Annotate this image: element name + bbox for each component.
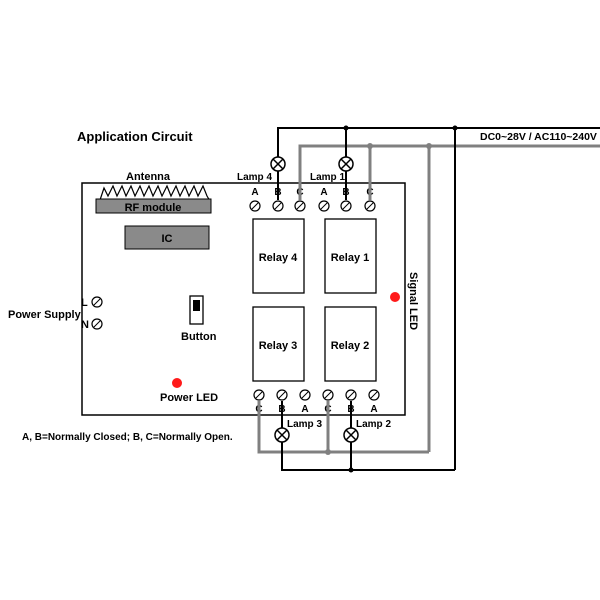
rf-module (95, 198, 212, 214)
bottom-gray-rail (257, 401, 429, 454)
power-led (172, 378, 182, 388)
rf-module-label: RF module (125, 202, 182, 214)
antenna-label: Antenna (126, 171, 171, 183)
relay-4 (252, 218, 305, 294)
power-led-label: Power LED (160, 392, 218, 404)
relay-2-label: Relay 2 (331, 340, 370, 352)
top-terminal-label: A (251, 187, 258, 198)
bottom-terminal-screw (299, 389, 311, 401)
supply-voltage-label: DC0~28V / AC110~240V (480, 131, 597, 143)
top-terminal-screw (249, 200, 261, 212)
top-terminal-screw (294, 200, 306, 212)
top-terminal-screw (340, 200, 352, 212)
button-label: Button (181, 331, 217, 343)
bottom-terminal-screw (345, 389, 357, 401)
relay-2 (324, 306, 377, 382)
top-terminal-screw (272, 200, 284, 212)
lamp-4-label: Lamp 4 (237, 172, 272, 183)
lamp-2-icon (343, 427, 359, 443)
signal-led-label: Signal LED (407, 272, 419, 330)
power-supply-label: Power Supply (8, 309, 82, 321)
relay-1-label: Relay 1 (331, 252, 370, 264)
bottom-black-rail (281, 442, 455, 471)
bottom-terminal-screw (368, 389, 380, 401)
relay-1 (324, 218, 377, 294)
ic-label: IC (162, 233, 173, 245)
bottom-terminal-screw (322, 389, 334, 401)
top-terminal-screw (318, 200, 330, 212)
bottom-terminal-label: A (301, 404, 308, 415)
signal-led (390, 292, 400, 302)
lamp-3-label: Lamp 3 (287, 419, 322, 430)
contact-note: A, B=Normally Closed; B, C=Normally Open… (22, 432, 233, 443)
terminal-n-label: N (81, 319, 89, 331)
wire-junction (348, 467, 354, 473)
supply-wire-gray (298, 144, 600, 200)
lamp-2-label: Lamp 2 (356, 419, 391, 430)
relay-4-label: Relay 4 (259, 252, 298, 264)
terminal-screw-l (91, 296, 103, 308)
lamp-1-icon (338, 156, 354, 172)
diagram-title: Application Circuit (77, 129, 193, 144)
relay-3-label: Relay 3 (259, 340, 298, 352)
antenna-coil (99, 184, 211, 202)
bottom-terminal-screw (253, 389, 265, 401)
learning-button[interactable] (189, 295, 204, 325)
lamp-3-icon (274, 427, 290, 443)
wire-junction (325, 449, 331, 455)
ic-chip (124, 225, 210, 250)
terminal-l-label: L (81, 297, 88, 309)
bottom-terminal-label: A (370, 404, 377, 415)
top-terminal-screw (364, 200, 376, 212)
lamp-1-label: Lamp 1 (310, 172, 345, 183)
lamp-4-icon (270, 156, 286, 172)
top-terminal-label: A (320, 187, 327, 198)
terminal-screw-n (91, 318, 103, 330)
relay-3 (252, 306, 305, 382)
bottom-terminal-screw (276, 389, 288, 401)
